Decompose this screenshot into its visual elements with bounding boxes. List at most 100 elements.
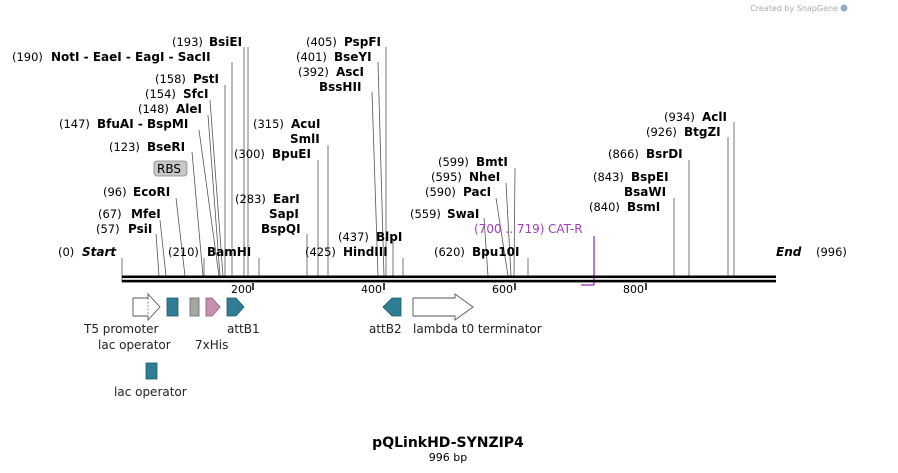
lambda-terminator-label: lambda t0 terminator xyxy=(413,322,542,336)
site-position: (67) xyxy=(98,207,122,221)
site-position: (300) xyxy=(234,147,265,161)
site-name: SwaI xyxy=(447,207,479,221)
lac-operator-2-label: lac operator xyxy=(114,385,187,399)
site-name: AleI xyxy=(176,102,202,116)
start-label: Start xyxy=(82,245,117,259)
restriction-sites-right-middle: (599) BmtI (595) NheI (590) PacI (559) S… xyxy=(410,155,519,259)
site-position: (437) xyxy=(338,230,369,244)
snapgene-logo-icon xyxy=(840,4,848,12)
end-label: End xyxy=(776,245,802,259)
site-name: BsaWI xyxy=(624,185,666,199)
site-name: AclI xyxy=(702,110,727,124)
ruler-label: 800 xyxy=(623,283,644,296)
t5-promoter-arrow-icon[interactable] xyxy=(132,292,161,322)
plasmid-length: 996 bp xyxy=(429,451,467,464)
site-position: (210) xyxy=(168,245,199,259)
site-name: BspQI xyxy=(261,222,301,236)
site-position: (154) xyxy=(145,87,176,101)
site-position: (595) xyxy=(431,170,462,184)
site-position: (590) xyxy=(425,185,456,199)
lac-operator-label: lac operator xyxy=(98,338,171,352)
primer-name: CAT-R xyxy=(548,222,583,236)
site-name: BlpI xyxy=(376,230,402,244)
rbs-box-icon[interactable] xyxy=(189,297,200,317)
site-position: (315) xyxy=(253,117,284,131)
site-position: (843) xyxy=(593,170,624,184)
site-position: (401) xyxy=(296,50,327,64)
site-position: (405) xyxy=(306,35,337,49)
site-position: (96) xyxy=(103,185,127,199)
attb1-label: attB1 xyxy=(227,322,260,336)
site-name: PspFI xyxy=(344,35,381,49)
site-name: NheI xyxy=(469,170,500,184)
site-position: (425) xyxy=(305,245,336,259)
site-name: BsrDI xyxy=(646,147,683,161)
site-name: EcoRI xyxy=(133,185,170,199)
site-name: EarI xyxy=(273,192,300,206)
site-name: MfeI xyxy=(131,207,161,221)
primer-range: (700 .. 719) xyxy=(474,222,544,236)
attb2-label: attB2 xyxy=(369,322,402,336)
restriction-sites-right: (934) AclI (926) BtgZI (866) BsrDI (843)… xyxy=(589,110,847,259)
site-connector-lines xyxy=(155,47,735,277)
lac-operator-2-box-icon[interactable] xyxy=(145,362,158,380)
ruler-label: 200 xyxy=(231,283,252,296)
site-name: HindIII xyxy=(343,245,388,259)
end-position: (996) xyxy=(816,245,847,259)
site-name: Bpu10I xyxy=(472,245,519,259)
lambda-terminator-arrow-icon[interactable] xyxy=(412,293,474,321)
site-position: (158) xyxy=(155,72,186,86)
site-name: BtgZI xyxy=(684,125,721,139)
site-name: BseRI xyxy=(147,140,185,154)
site-name: AcuI xyxy=(291,117,320,131)
ruler-label: 600 xyxy=(492,283,513,296)
site-name: NotI - EaeI - EagI - SacII xyxy=(51,50,211,64)
site-name: PstI xyxy=(193,72,219,86)
his-tag-arrow-icon[interactable] xyxy=(205,297,221,317)
start-position: (0) xyxy=(58,245,74,259)
site-position: (934) xyxy=(664,110,695,124)
site-position: (193) xyxy=(172,35,203,49)
site-name: SfcI xyxy=(183,87,208,101)
backbone-strand-top xyxy=(122,275,776,279)
site-name: BsmI xyxy=(627,200,660,214)
restriction-sites-middle: (405) PspFI (401) BseYI (392) AscI BssHI… xyxy=(234,35,402,259)
site-position: (147) xyxy=(59,117,90,131)
site-name: SmlI xyxy=(290,132,320,146)
site-position: (599) xyxy=(438,155,469,169)
site-name: BmtI xyxy=(476,155,508,169)
site-position: (620) xyxy=(434,245,465,259)
site-position: (559) xyxy=(410,207,441,221)
attb2-arrow-icon[interactable] xyxy=(382,297,402,317)
lac-operator-box-icon[interactable] xyxy=(166,297,179,317)
plasmid-title: pQLinkHD-SYNZIP4 xyxy=(372,435,524,451)
attb1-arrow-icon[interactable] xyxy=(226,297,245,317)
features: T5 promoter lac operator 7xHis attB1 att… xyxy=(83,292,542,399)
sequence-backbone: 200 400 600 800 xyxy=(121,258,776,296)
restriction-sites-left: (190) NotI - EaeI - EagI - SacII (193) B… xyxy=(12,35,251,259)
site-name: AscI xyxy=(336,65,364,79)
site-position: (190) xyxy=(12,50,43,64)
rbs-badge xyxy=(153,160,188,177)
site-name: PsiI xyxy=(128,222,152,236)
site-name: BsiEI xyxy=(209,35,242,49)
site-name: BamHI xyxy=(207,245,251,259)
site-position: (866) xyxy=(608,147,639,161)
site-position: (148) xyxy=(138,102,169,116)
site-position: (926) xyxy=(646,125,677,139)
primer-cat-r[interactable]: (700 .. 719) CAT-R xyxy=(474,222,595,286)
watermark-text: Created by SnapGene xyxy=(750,4,838,13)
rbs-label: RBS xyxy=(157,162,181,176)
site-name: PacI xyxy=(463,185,491,199)
ruler-label: 400 xyxy=(361,283,382,296)
backbone-strand-bottom xyxy=(122,279,776,283)
site-name: BseYI xyxy=(334,50,372,64)
site-name: BpuEI xyxy=(272,147,311,161)
site-name: SapI xyxy=(269,207,299,221)
his-tag-label: 7xHis xyxy=(195,338,228,352)
site-position: (392) xyxy=(298,65,329,79)
site-position: (123) xyxy=(109,140,140,154)
site-name: BfuAI - BspMI xyxy=(97,117,188,131)
site-position: (840) xyxy=(589,200,620,214)
